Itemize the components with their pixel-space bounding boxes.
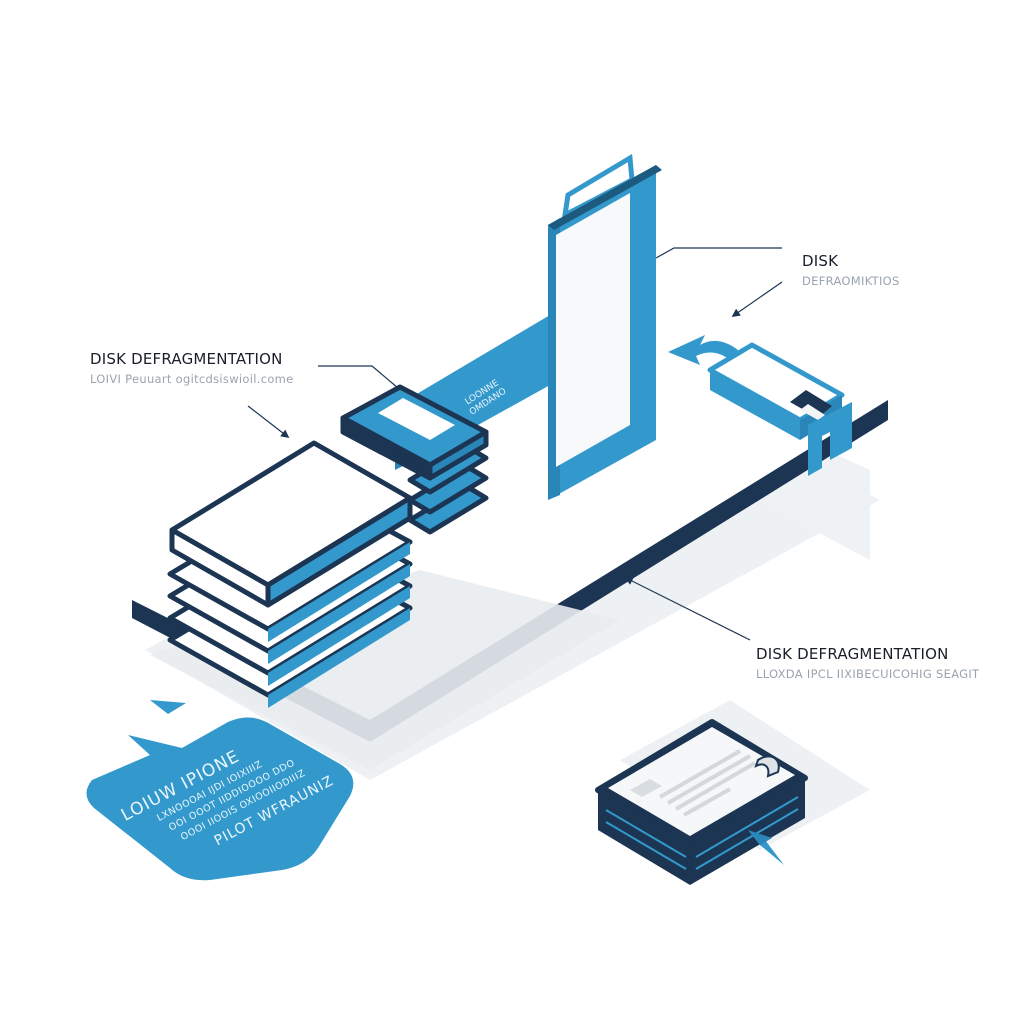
callout-title: DISK DEFRAGMENTATION — [90, 350, 283, 368]
platter-stack-left — [167, 440, 413, 708]
module-stack-middle — [340, 384, 489, 535]
callout-title: DISK — [802, 252, 839, 270]
disk-drive-bottom-right — [595, 719, 808, 885]
callout-top-left: DISK DEFRAGMENTATION LOIVI Peuuart ogitc… — [90, 350, 294, 386]
callout-subtitle: LLOXDA IPCL IIXIBECUICOHIG SEAGIT — [756, 667, 980, 681]
callout-subtitle: DEFRAOMIKTIOS — [802, 274, 900, 288]
callout-subtitle: LOIVI Peuuart ogitcdsiswioil.come — [90, 372, 294, 386]
drive-module-right — [668, 335, 852, 476]
speech-bubble — [86, 700, 354, 881]
tall-panel — [548, 153, 662, 500]
callout-bottom-right: DISK DEFRAGMENTATION LLOXDA IPCL IIXIBEC… — [756, 645, 979, 681]
callout-pointers — [247, 247, 783, 641]
callout-top-right: DISK DEFRAOMIKTIOS — [802, 252, 900, 288]
callout-title: DISK DEFRAGMENTATION — [756, 645, 949, 663]
